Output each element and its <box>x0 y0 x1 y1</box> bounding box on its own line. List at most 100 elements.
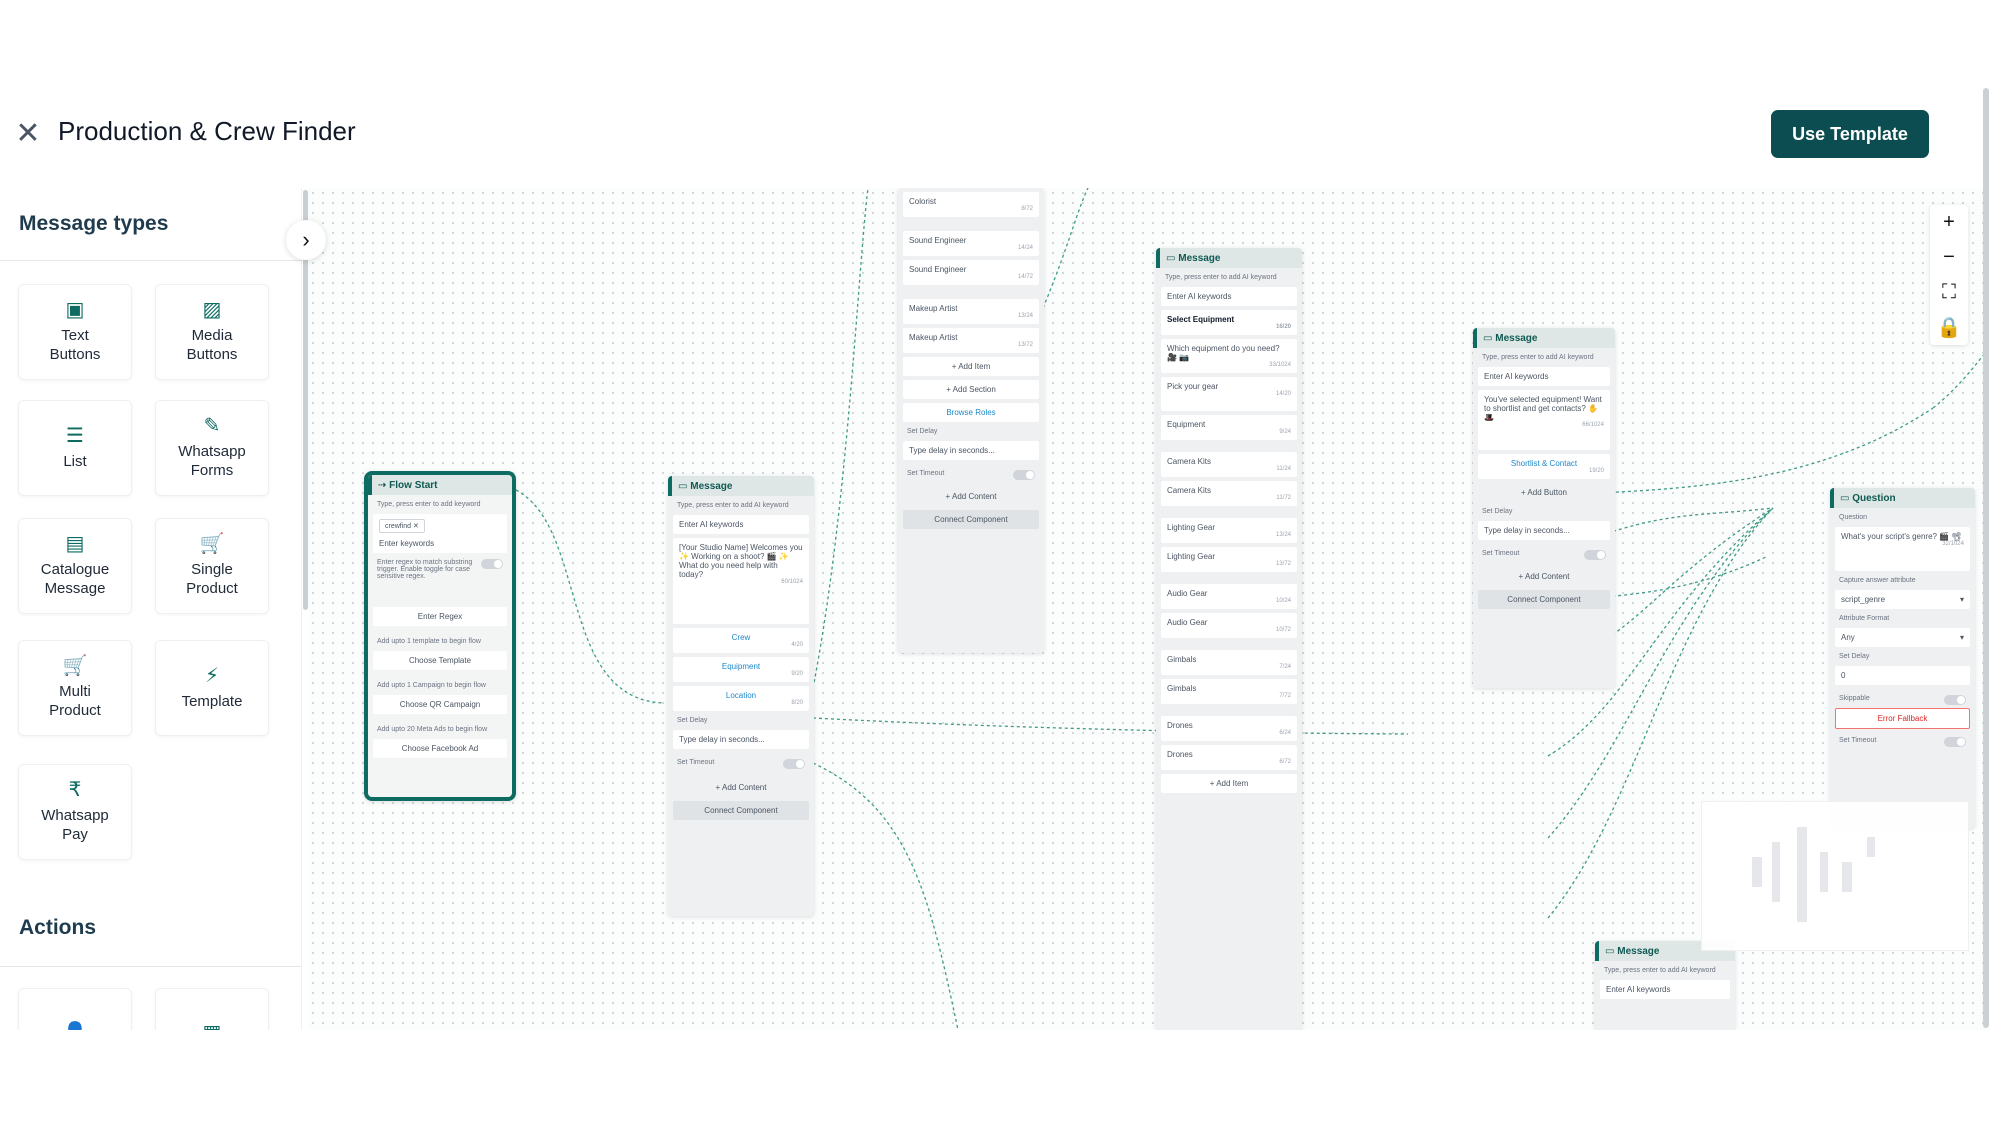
keyword-chip[interactable]: crewfind ✕ <box>379 519 425 533</box>
shortlist-message-node[interactable]: ▭ Message Type, press enter to add AI ke… <box>1473 328 1615 688</box>
chevron-right-icon[interactable]: › <box>286 220 326 260</box>
delay-input[interactable]: Type delay in seconds... <box>903 441 1039 460</box>
connect-component-button[interactable]: Connect Component <box>1478 590 1610 609</box>
sidebar-scrollbar[interactable] <box>303 190 308 610</box>
add-section-button[interactable]: + Add Section <box>903 380 1039 399</box>
timeout-toggle[interactable] <box>1584 550 1606 560</box>
capture-attribute-select[interactable]: script_genre▾ <box>1835 590 1970 609</box>
add-content-button[interactable]: + Add Content <box>1518 572 1570 581</box>
skippable-toggle[interactable] <box>1944 695 1966 705</box>
tile-whatsapp-forms[interactable]: ✎ Whatsapp Forms <box>155 400 269 496</box>
set-timeout-label: Set Timeout <box>907 470 945 477</box>
minimap[interactable] <box>1701 801 1969 951</box>
tile-whatsapp-pay[interactable]: ₹ Whatsapp Pay <box>18 764 132 860</box>
close-icon[interactable]: ✕ <box>15 117 41 150</box>
connect-component-button[interactable]: Connect Component <box>903 510 1039 529</box>
tile-text-buttons[interactable]: ▣ Text Buttons <box>18 284 132 380</box>
browse-roles-button[interactable]: Browse Roles <box>903 403 1039 422</box>
error-fallback-button[interactable]: Error Fallback <box>1835 708 1970 729</box>
add-content-button[interactable]: + Add Content <box>945 492 997 501</box>
choose-ad-button[interactable]: Choose Facebook Ad <box>373 739 507 758</box>
tile-single-product[interactable]: 🛒 Single Product <box>155 518 269 614</box>
use-template-button[interactable]: Use Template <box>1771 110 1929 158</box>
char-count: 13/24 <box>1275 532 1291 538</box>
ai-keywords-input[interactable]: Enter AI keywords <box>673 515 809 534</box>
case-sensitive-toggle[interactable] <box>481 559 503 569</box>
page-scrollbar[interactable] <box>1983 88 1989 1028</box>
zoom-in-icon[interactable]: + <box>1943 211 1955 233</box>
set-delay-label: Set Delay <box>1482 508 1513 515</box>
minimap-node <box>1752 857 1762 887</box>
choose-template-button[interactable]: Choose Template <box>373 651 507 670</box>
ai-keywords-input[interactable]: Enter AI keywords <box>1161 287 1297 306</box>
keyword-input[interactable]: crewfind ✕Enter keywords <box>373 514 507 553</box>
section-divider <box>0 260 301 261</box>
ai-keywords-input[interactable]: Enter AI keywords <box>1478 367 1610 386</box>
timeout-toggle[interactable] <box>1013 470 1035 480</box>
delay-input[interactable]: 0 <box>1835 666 1970 685</box>
equipment-message-node[interactable]: ▭ Message Type, press enter to add AI ke… <box>1156 248 1302 1030</box>
node-title: Question <box>1852 492 1896 504</box>
attribute-format-select[interactable]: Any▾ <box>1835 628 1970 647</box>
fit-view-icon[interactable]: ⛶ <box>1942 281 1956 303</box>
list-question[interactable]: Which equipment do you need? 🎥 📷33/1024 <box>1161 339 1297 373</box>
add-item-button[interactable]: + Add Item <box>1161 774 1297 793</box>
delay-input[interactable]: Type delay in seconds... <box>1478 521 1610 540</box>
tile-action-1[interactable]: 👤 <box>18 988 132 1030</box>
tile-multi-product[interactable]: 🛒 Multi Product <box>18 640 132 736</box>
regex-input[interactable]: Enter Regex <box>373 607 507 626</box>
set-timeout-label: Set Timeout <box>677 759 715 766</box>
message-node[interactable]: ▭ Message Type, press enter to add AI ke… <box>668 476 814 916</box>
flow-start-node[interactable]: ⇢ Flow Start Type, press enter to add ke… <box>364 471 516 801</box>
zoom-out-icon[interactable]: − <box>1943 246 1955 268</box>
timeout-toggle[interactable] <box>783 759 805 769</box>
tile-media-buttons[interactable]: ▨ Media Buttons <box>155 284 269 380</box>
question-node[interactable]: ▭ Question Question What's your script's… <box>1830 488 1975 828</box>
add-item-button[interactable]: + Add Item <box>903 357 1039 376</box>
add-content-button[interactable]: + Add Content <box>715 783 767 792</box>
char-count: 14/24 <box>1017 245 1033 251</box>
tile-action-2[interactable]: ▦ <box>155 988 269 1030</box>
connect-component-button[interactable]: Connect Component <box>673 801 809 820</box>
ai-keywords-input[interactable]: Enter AI keywords <box>1600 980 1730 999</box>
timeout-toggle[interactable] <box>1944 737 1966 747</box>
flow-canvas[interactable]: ⇢ Flow Start Type, press enter to add ke… <box>308 188 1985 1030</box>
char-count: 8/72 <box>1021 206 1033 212</box>
char-count: 60/1024 <box>781 579 803 585</box>
item-label: Equipment <box>1167 420 1206 429</box>
add-button[interactable]: + Add Button <box>1520 488 1568 497</box>
message-body[interactable]: [Your Studio Name] Welcomes you ✨ Workin… <box>673 538 809 624</box>
tile-template[interactable]: ⚡ Template <box>155 640 269 736</box>
tile-catalogue-message[interactable]: ▤ Catalogue Message <box>18 518 132 614</box>
tile-list[interactable]: ☰ List <box>18 400 132 496</box>
lock-icon[interactable]: 🔒 <box>1936 317 1962 339</box>
choose-campaign-button[interactable]: Choose QR Campaign <box>373 695 507 714</box>
message-node-bottom[interactable]: ▭ Message Type, press enter to add AI ke… <box>1595 941 1735 1030</box>
delay-input[interactable]: Type delay in seconds... <box>673 730 809 749</box>
question-input[interactable]: What's your script's genre? 🎬 📽32/1024 <box>1835 527 1970 571</box>
message-body[interactable]: You've selected equipment! Want to short… <box>1478 390 1610 450</box>
